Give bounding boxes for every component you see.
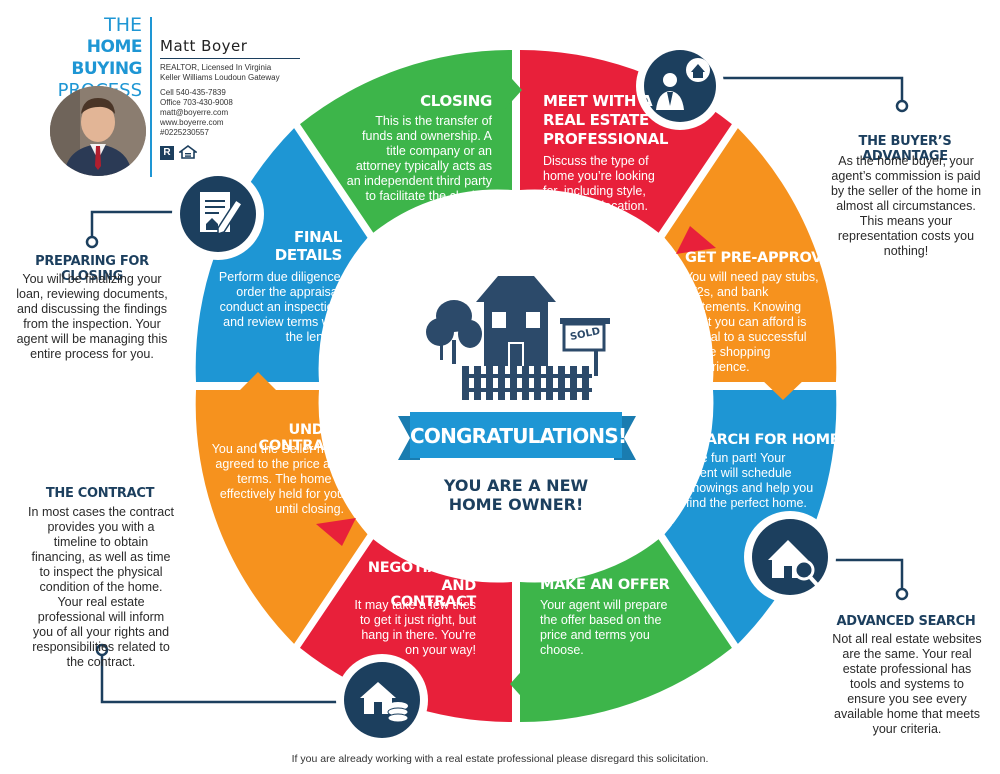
- segment-under: [195, 390, 368, 644]
- connector-dot-advanced: [895, 587, 909, 601]
- connector-contract: [100, 654, 340, 704]
- final-title-line2: DETAILS: [274, 246, 343, 264]
- arrow-negotiation: [316, 518, 356, 546]
- offer-title: MAKE AN OFFER: [540, 577, 670, 593]
- preparing-text: You will be finalizing your loan, review…: [16, 272, 168, 361]
- arrow-search: [672, 524, 700, 550]
- title-line-the: THE: [104, 14, 142, 36]
- preapproved-title: GET PRE-APPROVED: [685, 250, 844, 266]
- meet-text: Discuss the type of home you’re looking …: [543, 154, 655, 213]
- arrow-offer: [510, 664, 528, 704]
- equal-housing-logo: [177, 145, 199, 161]
- arrow-meet: [676, 226, 716, 254]
- arrow-closing: [504, 70, 522, 110]
- connector-preparing: [90, 210, 210, 238]
- segment-offer: [520, 539, 732, 722]
- document-signing-icon: [172, 168, 264, 260]
- final-title-line1: FINAL: [293, 228, 342, 246]
- agent-website[interactable]: www.boyerre.com: [160, 118, 224, 127]
- search-title: SEARCH FOR HOMES: [686, 432, 850, 448]
- connector-dot-preparing: [85, 235, 99, 249]
- advanced-search-title: ADVANCED SEARCH: [836, 614, 976, 629]
- contract-title: THE CONTRACT: [45, 486, 155, 501]
- buyers-advantage-title: THE BUYER’S ADVANTAGE: [858, 134, 952, 164]
- congratulations-banner-text: CONGRATULATIONS!: [410, 424, 627, 448]
- connector-dot-buyers: [895, 99, 909, 113]
- search-text: The fun part! Your agent will schedule s…: [686, 451, 814, 510]
- closing-title: CLOSING: [420, 92, 492, 110]
- segment-preapproved: [664, 128, 837, 382]
- segment-closing: [300, 49, 512, 233]
- final-text: Perform due diligence, order the apprais…: [218, 270, 344, 344]
- agent-email[interactable]: matt@boyerre.com: [160, 108, 229, 117]
- agent-office[interactable]: Office 703-430-9008: [160, 98, 233, 107]
- negotiation-text: It may take a few tries to get it just r…: [354, 598, 476, 657]
- house-search-icon: [744, 511, 836, 603]
- meet-title-line3: PROFESSIONAL: [543, 130, 669, 148]
- title-line-home-buying: HOME BUYING: [71, 37, 142, 79]
- agent-credentials: REALTOR, Licensed In Virginia: [160, 63, 272, 72]
- realtor-logo: R: [160, 146, 174, 160]
- buyers-advantage-text: As the home buyer, your agent’s commissi…: [830, 154, 982, 258]
- subtitle-line1: YOU ARE A NEW: [443, 476, 589, 495]
- contract-text: In most cases the contract provides you …: [28, 505, 174, 669]
- segment-search: [664, 390, 837, 644]
- agent-name-underline: [160, 58, 300, 59]
- offer-text: Your agent will prepare the offer based …: [540, 598, 668, 657]
- meet-title-line1: MEET WITH A: [543, 92, 653, 110]
- agent-name: Matt Boyer: [160, 37, 248, 55]
- banner-body: [410, 412, 622, 458]
- closing-text: This is the transfer of funds and owners…: [346, 114, 492, 203]
- realtor-logo-letter: R: [163, 147, 171, 158]
- agent-cell[interactable]: Cell 540-435-7839: [160, 88, 226, 97]
- house-money-icon: [336, 654, 428, 746]
- footer-disclaimer: If you are already working with a real e…: [291, 753, 709, 765]
- agent-icon: [636, 42, 724, 130]
- agent-license: #0225230557: [160, 128, 209, 137]
- advanced-search-text: Not all real estate websites are the sam…: [832, 632, 982, 736]
- meet-title-line2: REAL ESTATE: [543, 111, 649, 129]
- connector-buyers-advantage: [703, 76, 904, 102]
- arrow-final: [330, 220, 358, 246]
- under-text: You and the Seller have agreed to the pr…: [211, 442, 344, 516]
- negotiation-title-line2: AND CONTRACT: [390, 578, 476, 610]
- subtitle-line2: HOME OWNER!: [448, 495, 584, 514]
- preapproved-text: You will need pay stubs, W2s, and bank s…: [685, 270, 819, 374]
- under-title: UNDER CONTRACT: [258, 422, 344, 454]
- title-divider: [150, 17, 152, 177]
- segment-final: [195, 128, 368, 382]
- house-illustration: [426, 276, 610, 400]
- agent-brokerage: Keller Williams Loudoun Gateway: [160, 73, 280, 82]
- arrow-preapproved: [760, 378, 806, 400]
- arrow-under: [236, 372, 280, 394]
- negotiation-title-line1: NEGOTIATION: [367, 560, 476, 576]
- connector-dot-contract: [95, 643, 109, 657]
- preparing-title: PREPARING FOR CLOSING: [35, 254, 149, 284]
